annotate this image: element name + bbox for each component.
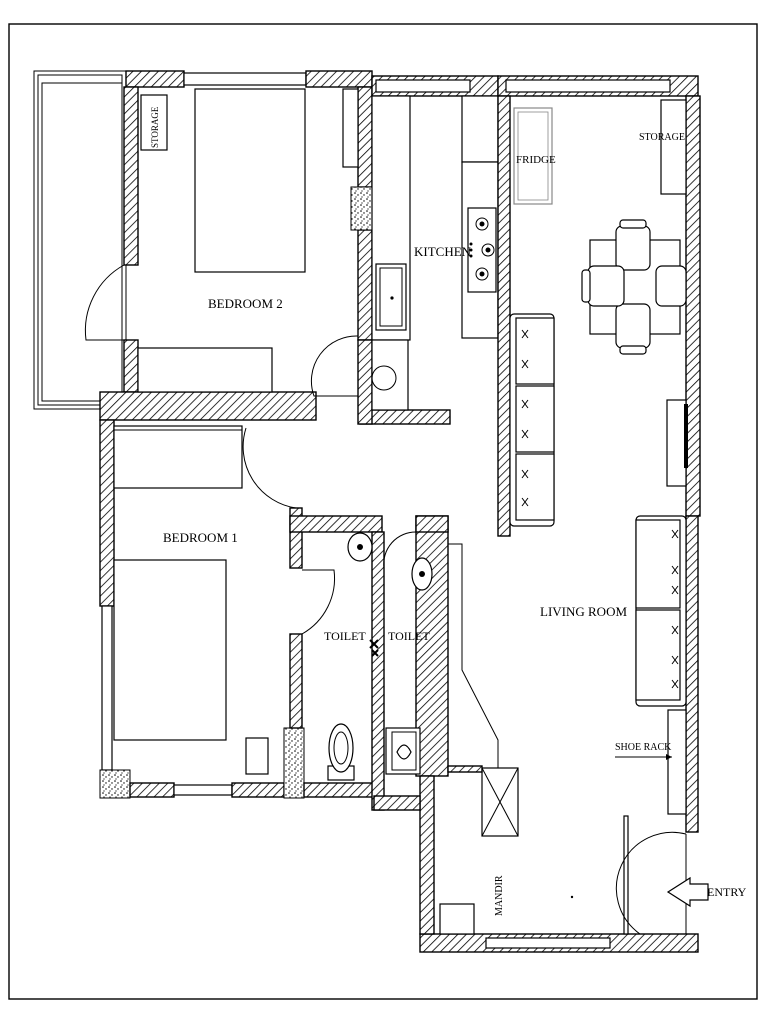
kitchen-sink <box>375 263 407 331</box>
entry-door <box>615 815 687 935</box>
column <box>350 186 374 231</box>
bedroom1-label: BEDROOM 1 <box>163 530 238 545</box>
storage-bedroom-label: STORAGE <box>150 106 160 148</box>
shoe-rack: SHOE RACK <box>615 709 687 815</box>
storage-bedroom2: STORAGE <box>140 94 168 151</box>
bedroom2-label: BEDROOM 2 <box>208 296 283 311</box>
shoe-rack-label: SHOE RACK <box>615 742 672 753</box>
sofa-left <box>509 313 555 527</box>
tv-unit <box>666 399 688 487</box>
mandir: MANDIR <box>439 875 505 935</box>
fridge: FRIDGE <box>513 107 556 205</box>
wardrobe-bedroom1 <box>113 425 243 489</box>
storage-living-label: STORAGE <box>639 132 685 143</box>
entry-label: ENTRY <box>707 885 747 899</box>
kitchen-walls <box>357 75 499 425</box>
toilet-right-label: TOILET <box>388 629 430 643</box>
wardrobe-bedroom2 <box>137 347 273 393</box>
mandir-label: MANDIR <box>494 875 505 916</box>
living-room-label: LIVING ROOM <box>540 604 627 619</box>
hob <box>467 207 497 293</box>
wc-toilet-left <box>327 723 355 781</box>
pipe-shaft <box>369 639 379 657</box>
toilet-left-label: TOILET <box>324 629 366 643</box>
duct <box>447 543 519 837</box>
bed-bedroom2 <box>194 88 306 273</box>
washer <box>371 339 409 411</box>
door-swing-kitchen <box>310 335 359 397</box>
marker-dot <box>570 895 574 899</box>
entry-arrow: ENTRY <box>666 876 747 908</box>
cabinet-bedroom2 <box>342 88 359 168</box>
basin-toilet-right <box>411 557 433 591</box>
living-walls <box>415 75 701 953</box>
door-swing-toilet-right <box>383 531 417 569</box>
toilet-walls <box>289 515 449 811</box>
bedroom1-walls <box>99 419 375 799</box>
wc-toilet-right <box>385 727 421 775</box>
basin-toilet-left <box>347 532 373 562</box>
bed-bedroom1 <box>113 559 227 741</box>
sofa-right <box>635 515 687 707</box>
dining-set <box>581 219 687 355</box>
door-swing-toilet-left <box>301 569 336 635</box>
balcony <box>33 70 127 410</box>
side-table <box>245 737 269 775</box>
kitchen-label: KITCHEN <box>414 244 472 259</box>
drawing-border <box>8 23 758 1000</box>
door-swing-bedroom1 <box>242 427 297 509</box>
fridge-label: FRIDGE <box>516 154 556 166</box>
door-swing-bedroom2 <box>84 264 125 341</box>
storage-living: STORAGE <box>639 99 687 195</box>
